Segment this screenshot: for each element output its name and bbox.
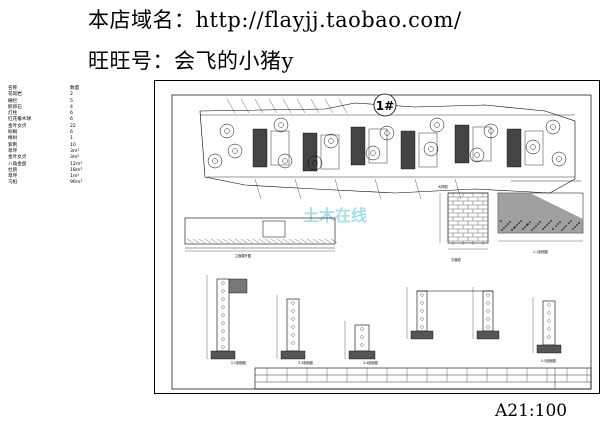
legend-item-qty: 6 bbox=[70, 130, 73, 136]
brick-wall-detail: 平面图 大样图 bbox=[438, 184, 489, 262]
legend-row: 金叶女贞 3m² bbox=[8, 155, 100, 161]
label-detail: 大样图 bbox=[438, 184, 448, 189]
legend-item-qty: 96m² bbox=[70, 180, 83, 186]
legend-item-name: 灯柱 bbox=[8, 111, 18, 117]
legend-item-qty: 5 bbox=[70, 98, 73, 104]
legend-item-name: 乌桕 bbox=[8, 180, 18, 186]
legend-row: 金叶女贞 22 bbox=[8, 124, 100, 130]
legend-item-name: 栅栏 bbox=[8, 98, 18, 104]
label-section-1: 1-1剖面图 bbox=[533, 249, 548, 254]
label-elevation: 立面展开图 bbox=[235, 253, 251, 258]
legend-item-name: 紫荆 bbox=[8, 142, 18, 148]
legend-col-name: 名称 bbox=[8, 86, 18, 91]
label-section-4: 4-4剖面图 bbox=[363, 360, 378, 365]
legend-item-name: 八角金盘 bbox=[8, 161, 27, 167]
legend-row: 杜鹃 18m² bbox=[8, 168, 100, 174]
legend-item-qty: 10 bbox=[70, 142, 76, 148]
legend-item-qty: 4 bbox=[70, 104, 73, 110]
legend-row: 花岗岩 2 bbox=[8, 92, 100, 98]
legend-item-qty: 6 bbox=[70, 117, 73, 123]
legend-row: 八角金盘 12m² bbox=[8, 162, 100, 168]
legend-row: 草坪 1m² bbox=[8, 174, 100, 180]
legend-item-qty: 18m² bbox=[70, 167, 83, 173]
legend-row: 乌桕 96m² bbox=[8, 180, 100, 186]
legend-row: 紫荆 10 bbox=[8, 143, 100, 149]
wangwang-id-line: 旺旺号：会飞的小猪y bbox=[88, 49, 294, 73]
section-details: 2-2剖面图 3-3剖面图 4-4剖面图 5-5剖面图 bbox=[206, 275, 562, 365]
legend-col-qty: 数量 bbox=[70, 86, 80, 91]
legend-row: 灯柱 6 bbox=[8, 111, 100, 117]
legend-item-name: 花岗岩 bbox=[8, 92, 22, 98]
plan-marker-text: 1# bbox=[376, 99, 394, 113]
label-section-3: 3-3剖面图 bbox=[298, 360, 313, 365]
shop-domain-line: 本店域名：http://flayjj.taobao.com/ bbox=[88, 8, 462, 32]
label-section-2: 2-2剖面图 bbox=[231, 360, 246, 365]
plan-marker-1: 1# bbox=[373, 93, 397, 117]
legend-item-qty: 6 bbox=[70, 111, 73, 117]
legend-row: 棕榈 6 bbox=[8, 130, 100, 136]
legend-row: 鹅卵石 4 bbox=[8, 105, 100, 111]
legend-item-qty: 3m² bbox=[70, 148, 80, 154]
legend-item-name: 棕榈 bbox=[8, 130, 18, 136]
legend-header: 名称 数量 bbox=[8, 86, 100, 92]
cad-drawing-sheet: 1# 土木在线 立面展开图 平面图 大样图 bbox=[154, 80, 600, 394]
legend-item-name: 红花檵木球 bbox=[8, 117, 31, 123]
legend-item-name: 草坪 bbox=[8, 174, 18, 180]
legend-item-name: 金叶女贞 bbox=[8, 123, 27, 129]
title-block bbox=[254, 367, 592, 390]
legend-item-qty: 2 bbox=[70, 92, 73, 98]
legend-item-qty: 1 bbox=[70, 136, 73, 142]
legend-item-name: 樟树 bbox=[8, 136, 18, 142]
legend-row: 栅栏 5 bbox=[8, 99, 100, 105]
watermark-text: 土木在线 bbox=[303, 206, 367, 225]
site-plan bbox=[199, 102, 576, 194]
legend-item-name: 草坪 bbox=[8, 148, 18, 154]
legend-item-qty: 12m² bbox=[70, 161, 83, 167]
label-section-5: 5-5剖面图 bbox=[541, 358, 556, 363]
legend-item-qty: 1m² bbox=[70, 174, 80, 180]
legend-item-qty: 3m² bbox=[70, 155, 80, 161]
elevation-strip: 立面展开图 bbox=[184, 217, 338, 258]
label-plan: 平面图 bbox=[451, 258, 461, 262]
cad-drawing: 1# 土木在线 立面展开图 平面图 大样图 bbox=[171, 93, 592, 390]
legend-item-name: 杜鹃 bbox=[8, 167, 18, 173]
legend-row: 草坪 3m² bbox=[8, 149, 100, 155]
legend-item-name: 鹅卵石 bbox=[8, 104, 22, 110]
legend-row: 樟树 1 bbox=[8, 136, 100, 142]
legend-item-qty: 22 bbox=[70, 123, 76, 129]
legend-item-name: 金叶女贞 bbox=[8, 155, 27, 161]
scale-label: A21:100 bbox=[495, 401, 568, 421]
pavement-section: 1-1剖面图 bbox=[497, 180, 584, 254]
legend-row: 红花檵木球 6 bbox=[8, 117, 100, 123]
